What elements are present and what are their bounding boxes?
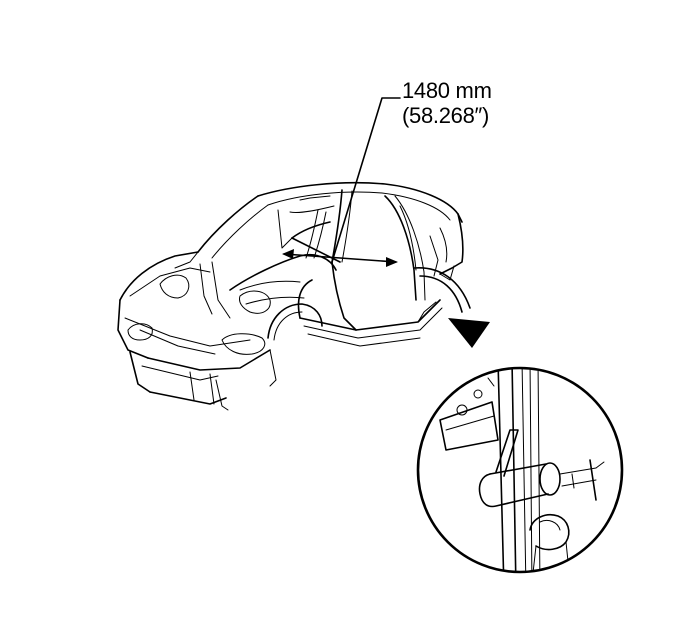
dimension-label: 1480 mm (58.268″) xyxy=(402,78,492,128)
detail-callout-arrow xyxy=(413,267,490,348)
detail-magnifier xyxy=(416,366,624,574)
arrowhead-left-icon xyxy=(282,249,294,259)
dimension-indicator xyxy=(282,97,401,267)
car-body-frame xyxy=(117,181,464,411)
curved-arrowhead-icon xyxy=(448,318,490,348)
detail-circle xyxy=(416,366,624,574)
dimension-metric: 1480 mm xyxy=(402,78,492,103)
dimension-imperial: (58.268″) xyxy=(402,103,490,128)
arrowhead-right-icon xyxy=(386,257,398,267)
